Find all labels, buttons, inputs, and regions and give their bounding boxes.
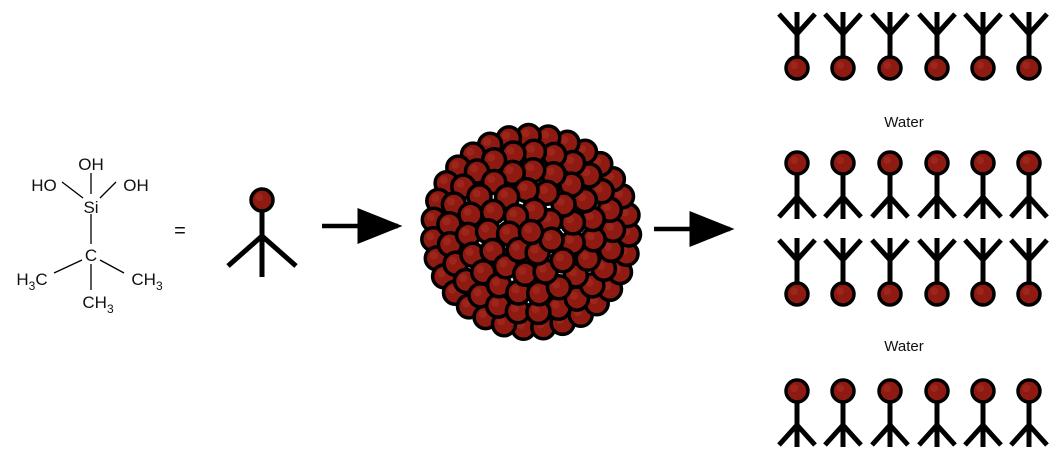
bond-c-ch3-left: [54, 260, 82, 273]
amphiphile: [779, 12, 815, 79]
molecule-head: [1018, 283, 1040, 305]
oh-top-label: OH: [78, 155, 104, 174]
amphiphile: [919, 152, 955, 219]
molecule-head: [879, 57, 901, 79]
molecule-head: [972, 380, 994, 402]
molecule-head: [972, 283, 994, 305]
molecule-head: [786, 283, 808, 305]
single-amphiphile: [228, 189, 296, 277]
molecule-head: [786, 152, 808, 174]
amphiphile: [1011, 12, 1047, 79]
amphiphile: [1011, 380, 1047, 447]
amphiphile: [779, 152, 815, 219]
molecule-head: [832, 380, 854, 402]
amphiphile: [1011, 238, 1047, 305]
amphiphile: [872, 238, 908, 305]
molecule-head: [879, 152, 901, 174]
amphiphile: [825, 12, 861, 79]
amphiphile: [825, 152, 861, 219]
ho-left-label: HO: [31, 176, 57, 195]
single-molecule-head: [251, 189, 273, 211]
molecule-head: [972, 57, 994, 79]
amphiphile: [779, 380, 815, 447]
molecule-head: [926, 283, 948, 305]
amphiphile: [1011, 152, 1047, 219]
amphiphile: [965, 380, 1001, 447]
molecule-head: [926, 380, 948, 402]
molecule-head: [879, 283, 901, 305]
bond-si-oh-right: [100, 182, 116, 198]
amphiphile: [919, 238, 955, 305]
molecule-head: [832, 283, 854, 305]
molecule-head: [786, 57, 808, 79]
amphiphile: [779, 238, 815, 305]
ch3-right-label: CH3: [131, 270, 163, 293]
si-label: Si: [83, 198, 98, 217]
molecule-structure: OH HO OH Si C H3C CH3 CH3: [16, 155, 163, 316]
amphiphile: [965, 152, 1001, 219]
micelle-cluster: [422, 125, 641, 340]
amphiphile: [825, 238, 861, 305]
water-label-bottom: Water: [884, 338, 923, 355]
cluster-head: [520, 221, 543, 244]
molecule-head: [786, 380, 808, 402]
bilayer-stack: [779, 12, 1047, 447]
oh-right-label: OH: [123, 176, 149, 195]
bond-si-oh-left: [62, 182, 83, 198]
amphiphile: [919, 12, 955, 79]
amphiphile: [965, 238, 1001, 305]
molecule-head: [832, 57, 854, 79]
c-label: C: [85, 246, 97, 265]
water-label-top: Water: [884, 114, 923, 131]
molecule-head: [1018, 380, 1040, 402]
equals-sign: =: [174, 220, 186, 242]
amphiphile: [872, 12, 908, 79]
molecule-head: [926, 152, 948, 174]
molecule-head: [832, 152, 854, 174]
molecule-head: [1018, 152, 1040, 174]
row-4-heads-up: [779, 380, 1047, 447]
molecule-head: [926, 57, 948, 79]
h3c-label: H3C: [16, 270, 47, 293]
amphiphile: [965, 12, 1001, 79]
amphiphile: [872, 380, 908, 447]
amphiphile: [919, 380, 955, 447]
row-3-heads-down: [779, 238, 1047, 305]
amphiphile: [872, 152, 908, 219]
bond-c-ch3-right: [100, 260, 124, 273]
row-2-heads-up: [779, 152, 1047, 219]
ch3-bottom-label: CH3: [82, 293, 114, 316]
molecule-symbol: [228, 189, 296, 277]
molecule-head: [879, 380, 901, 402]
amphiphile: [825, 380, 861, 447]
row-1-heads-down: [779, 12, 1047, 79]
molecule-head: [1018, 57, 1040, 79]
molecule-head: [972, 152, 994, 174]
